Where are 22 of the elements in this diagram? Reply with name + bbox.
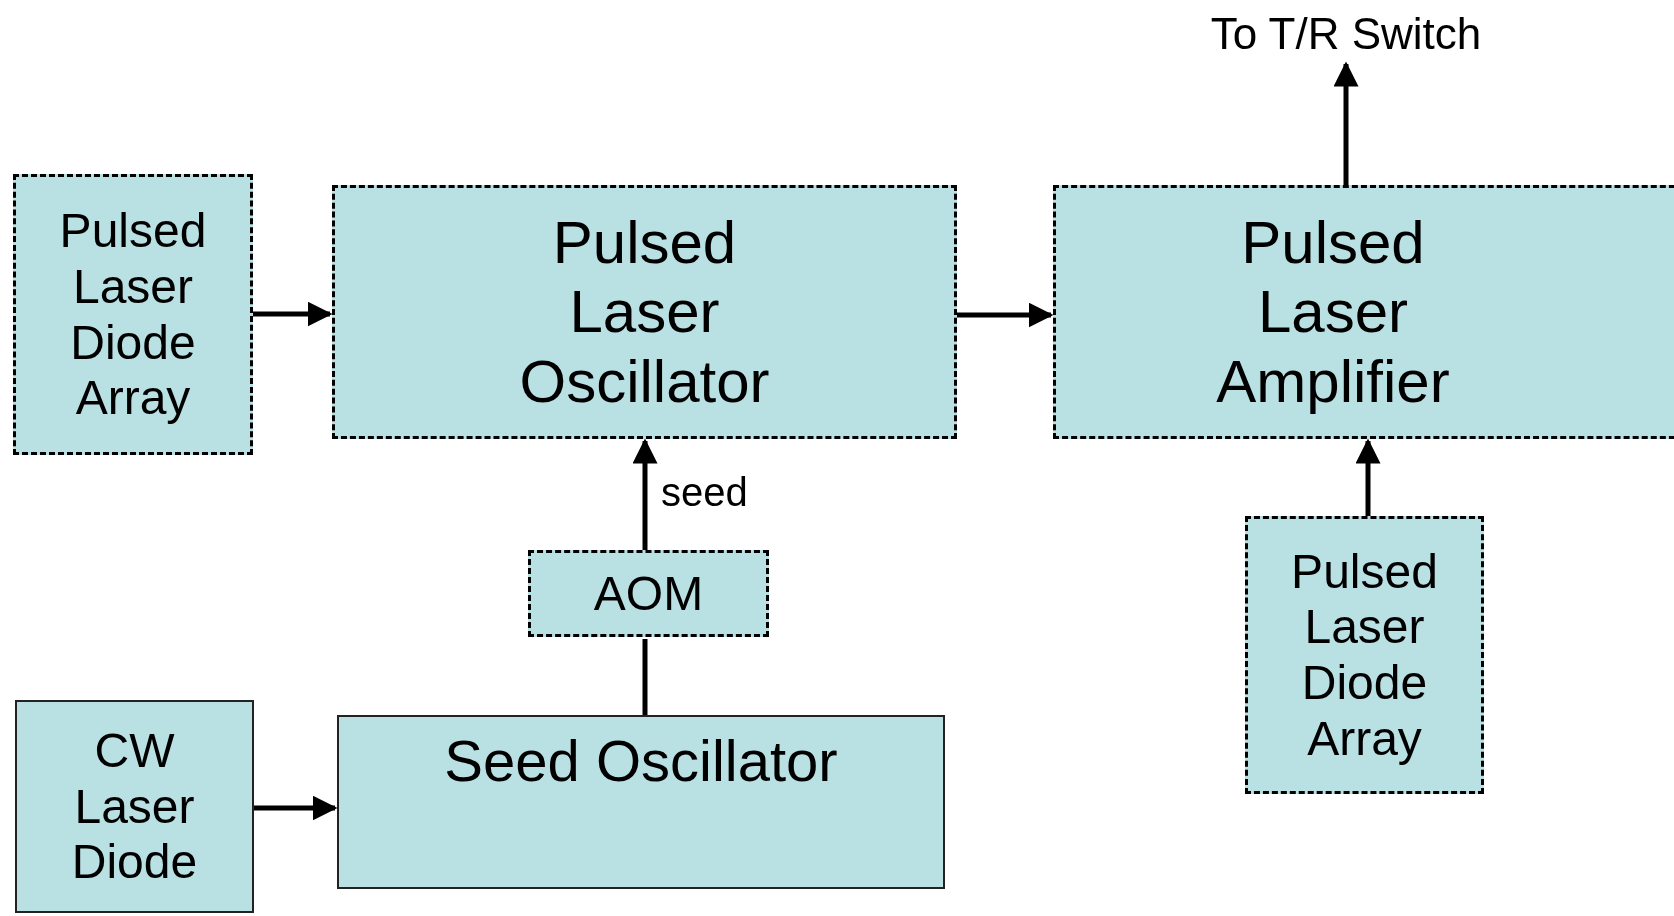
box-label: Pulsed Laser Amplifier	[1215, 207, 1451, 417]
arrow	[254, 795, 338, 821]
process-box	[1245, 516, 1484, 794]
arrow	[1333, 61, 1359, 185]
process-box	[332, 185, 957, 439]
process-box	[337, 715, 945, 889]
box-label: AOM	[593, 565, 704, 622]
arrow	[253, 301, 333, 327]
process-box	[13, 174, 253, 455]
arrow	[957, 302, 1054, 328]
box-label: Pulsed Laser Diode Array	[58, 203, 208, 426]
process-box	[1053, 185, 1674, 439]
box-label: Pulsed Laser Oscillator	[518, 207, 771, 417]
box-label: Pulsed Laser Diode Array	[1290, 543, 1439, 767]
box-label: CW Laser Diode	[70, 723, 199, 890]
process-box	[15, 700, 254, 913]
connector-line	[642, 639, 648, 715]
process-box	[528, 550, 769, 637]
box-label: Seed Oscillator	[444, 727, 838, 795]
text-label: To T/R Switch	[1176, 6, 1516, 62]
arrow	[632, 438, 658, 550]
arrow	[1355, 438, 1381, 516]
